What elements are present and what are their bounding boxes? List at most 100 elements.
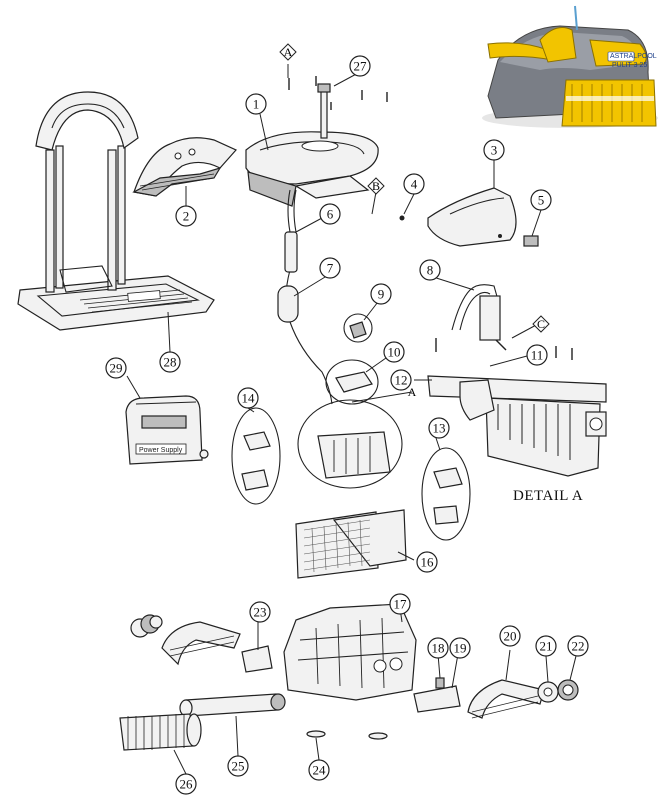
- callout-20: 20: [499, 625, 521, 647]
- svg-text:B: B: [372, 179, 380, 193]
- part-chassis: [283, 603, 417, 701]
- detail-a-label: DETAIL A: [513, 488, 584, 504]
- part-13-bubble: [421, 447, 471, 541]
- callout-14: 14: [237, 387, 259, 409]
- svg-text:16: 16: [421, 555, 435, 570]
- callout-10: 10: [383, 341, 405, 363]
- callout-29: 29: [105, 357, 127, 379]
- callout-9: 9: [370, 283, 392, 305]
- part-side-block: [413, 685, 461, 713]
- part-10-bubble: [325, 359, 379, 405]
- part-14-bubble: [231, 407, 281, 505]
- callout-5: 5: [530, 189, 552, 211]
- svg-text:C: C: [537, 317, 545, 331]
- svg-text:2: 2: [183, 209, 190, 224]
- leader-lines: [126, 64, 577, 775]
- part-right-track: [467, 679, 545, 719]
- part-pivot-pin: [435, 677, 445, 689]
- part-24-clips: [306, 730, 388, 740]
- svg-text:13: 13: [433, 421, 446, 436]
- callout-27: 27: [349, 55, 371, 77]
- svg-text:21: 21: [540, 639, 553, 654]
- svg-text:18: 18: [432, 641, 445, 656]
- part-handle: [132, 137, 237, 197]
- callout-7: 7: [319, 257, 341, 279]
- svg-text:A: A: [284, 45, 293, 59]
- svg-text:20: 20: [504, 629, 517, 644]
- callout-21: 21: [535, 635, 557, 657]
- svg-text:17: 17: [394, 597, 408, 612]
- svg-text:27: 27: [354, 59, 368, 74]
- callout-28: 28: [159, 351, 181, 373]
- part-9-bubble: [343, 313, 373, 343]
- svg-text:3: 3: [491, 143, 498, 158]
- part-tube: [451, 284, 501, 341]
- svg-text:22: 22: [572, 639, 585, 654]
- part-filter-baskets: [295, 509, 407, 579]
- callout-26: 26: [175, 773, 197, 795]
- callout-13: 13: [428, 417, 450, 439]
- callout-3: 3: [483, 139, 505, 161]
- svg-text:8: 8: [427, 263, 434, 278]
- svg-text:24: 24: [313, 763, 327, 778]
- svg-text:25: 25: [232, 759, 245, 774]
- part-small-screw: [399, 215, 405, 221]
- reference-marker-c: C: [532, 315, 550, 333]
- callout-4: 4: [403, 173, 425, 195]
- svg-text:A: A: [408, 385, 417, 399]
- part-swivel-connector: [317, 83, 331, 139]
- callout-23: 23: [249, 601, 271, 623]
- svg-text:19: 19: [454, 641, 467, 656]
- svg-text:23: 23: [254, 605, 267, 620]
- svg-text:11: 11: [531, 348, 544, 363]
- caddy-cart: [17, 91, 215, 331]
- callout-22: 22: [567, 635, 589, 657]
- callout-17: 17: [389, 593, 411, 615]
- callout-16: 16: [416, 551, 438, 573]
- part-clip: [523, 235, 539, 247]
- part-floating-cable: [277, 189, 333, 405]
- screws-top: [288, 76, 388, 110]
- callout-2: 2: [175, 205, 197, 227]
- callout-12: 12: [390, 369, 412, 391]
- callout-1: 1: [245, 93, 267, 115]
- svg-text:26: 26: [180, 777, 194, 792]
- svg-text:29: 29: [110, 361, 123, 376]
- part-side-cover: [427, 187, 517, 247]
- callout-11: 11: [526, 344, 548, 366]
- part-motor-block: [427, 375, 607, 477]
- svg-text:10: 10: [388, 345, 401, 360]
- part-wheel-outer: [557, 679, 579, 701]
- power-supply-label: Power Supply: [139, 447, 183, 454]
- product-model-text: PULIT 3 25: [612, 62, 647, 69]
- part-wheel-inner: [537, 681, 559, 703]
- svg-text:5: 5: [538, 193, 545, 208]
- callout-8: 8: [419, 259, 441, 281]
- part-power-supply: Power Supply: [125, 395, 209, 465]
- part-left-track: [130, 614, 241, 666]
- product-photo: ASTRALPOOL PULIT 3 25: [482, 5, 658, 128]
- svg-text:6: 6: [327, 207, 334, 222]
- callout-25: 25: [227, 755, 249, 777]
- svg-text:4: 4: [411, 177, 418, 192]
- detail-a-bubble: [297, 399, 403, 489]
- svg-text:7: 7: [327, 261, 334, 276]
- svg-text:14: 14: [242, 391, 256, 406]
- svg-text:28: 28: [164, 355, 177, 370]
- svg-text:1: 1: [253, 97, 260, 112]
- part-bracket: [241, 645, 273, 673]
- callout-6: 6: [319, 203, 341, 225]
- svg-text:9: 9: [378, 287, 385, 302]
- callout-18: 18: [427, 637, 449, 659]
- callout-24: 24: [308, 759, 330, 781]
- reference-marker-a: A: [279, 43, 297, 61]
- part-brush: [119, 713, 202, 751]
- part-top-cover: [245, 131, 379, 207]
- svg-text:12: 12: [395, 373, 408, 388]
- screws-detail: [435, 338, 573, 360]
- reference-marker-b: B: [367, 177, 385, 195]
- callout-19: 19: [449, 637, 471, 659]
- part-roller-axle: [179, 693, 286, 717]
- product-brand-text: ASTRALPOOL: [610, 53, 657, 60]
